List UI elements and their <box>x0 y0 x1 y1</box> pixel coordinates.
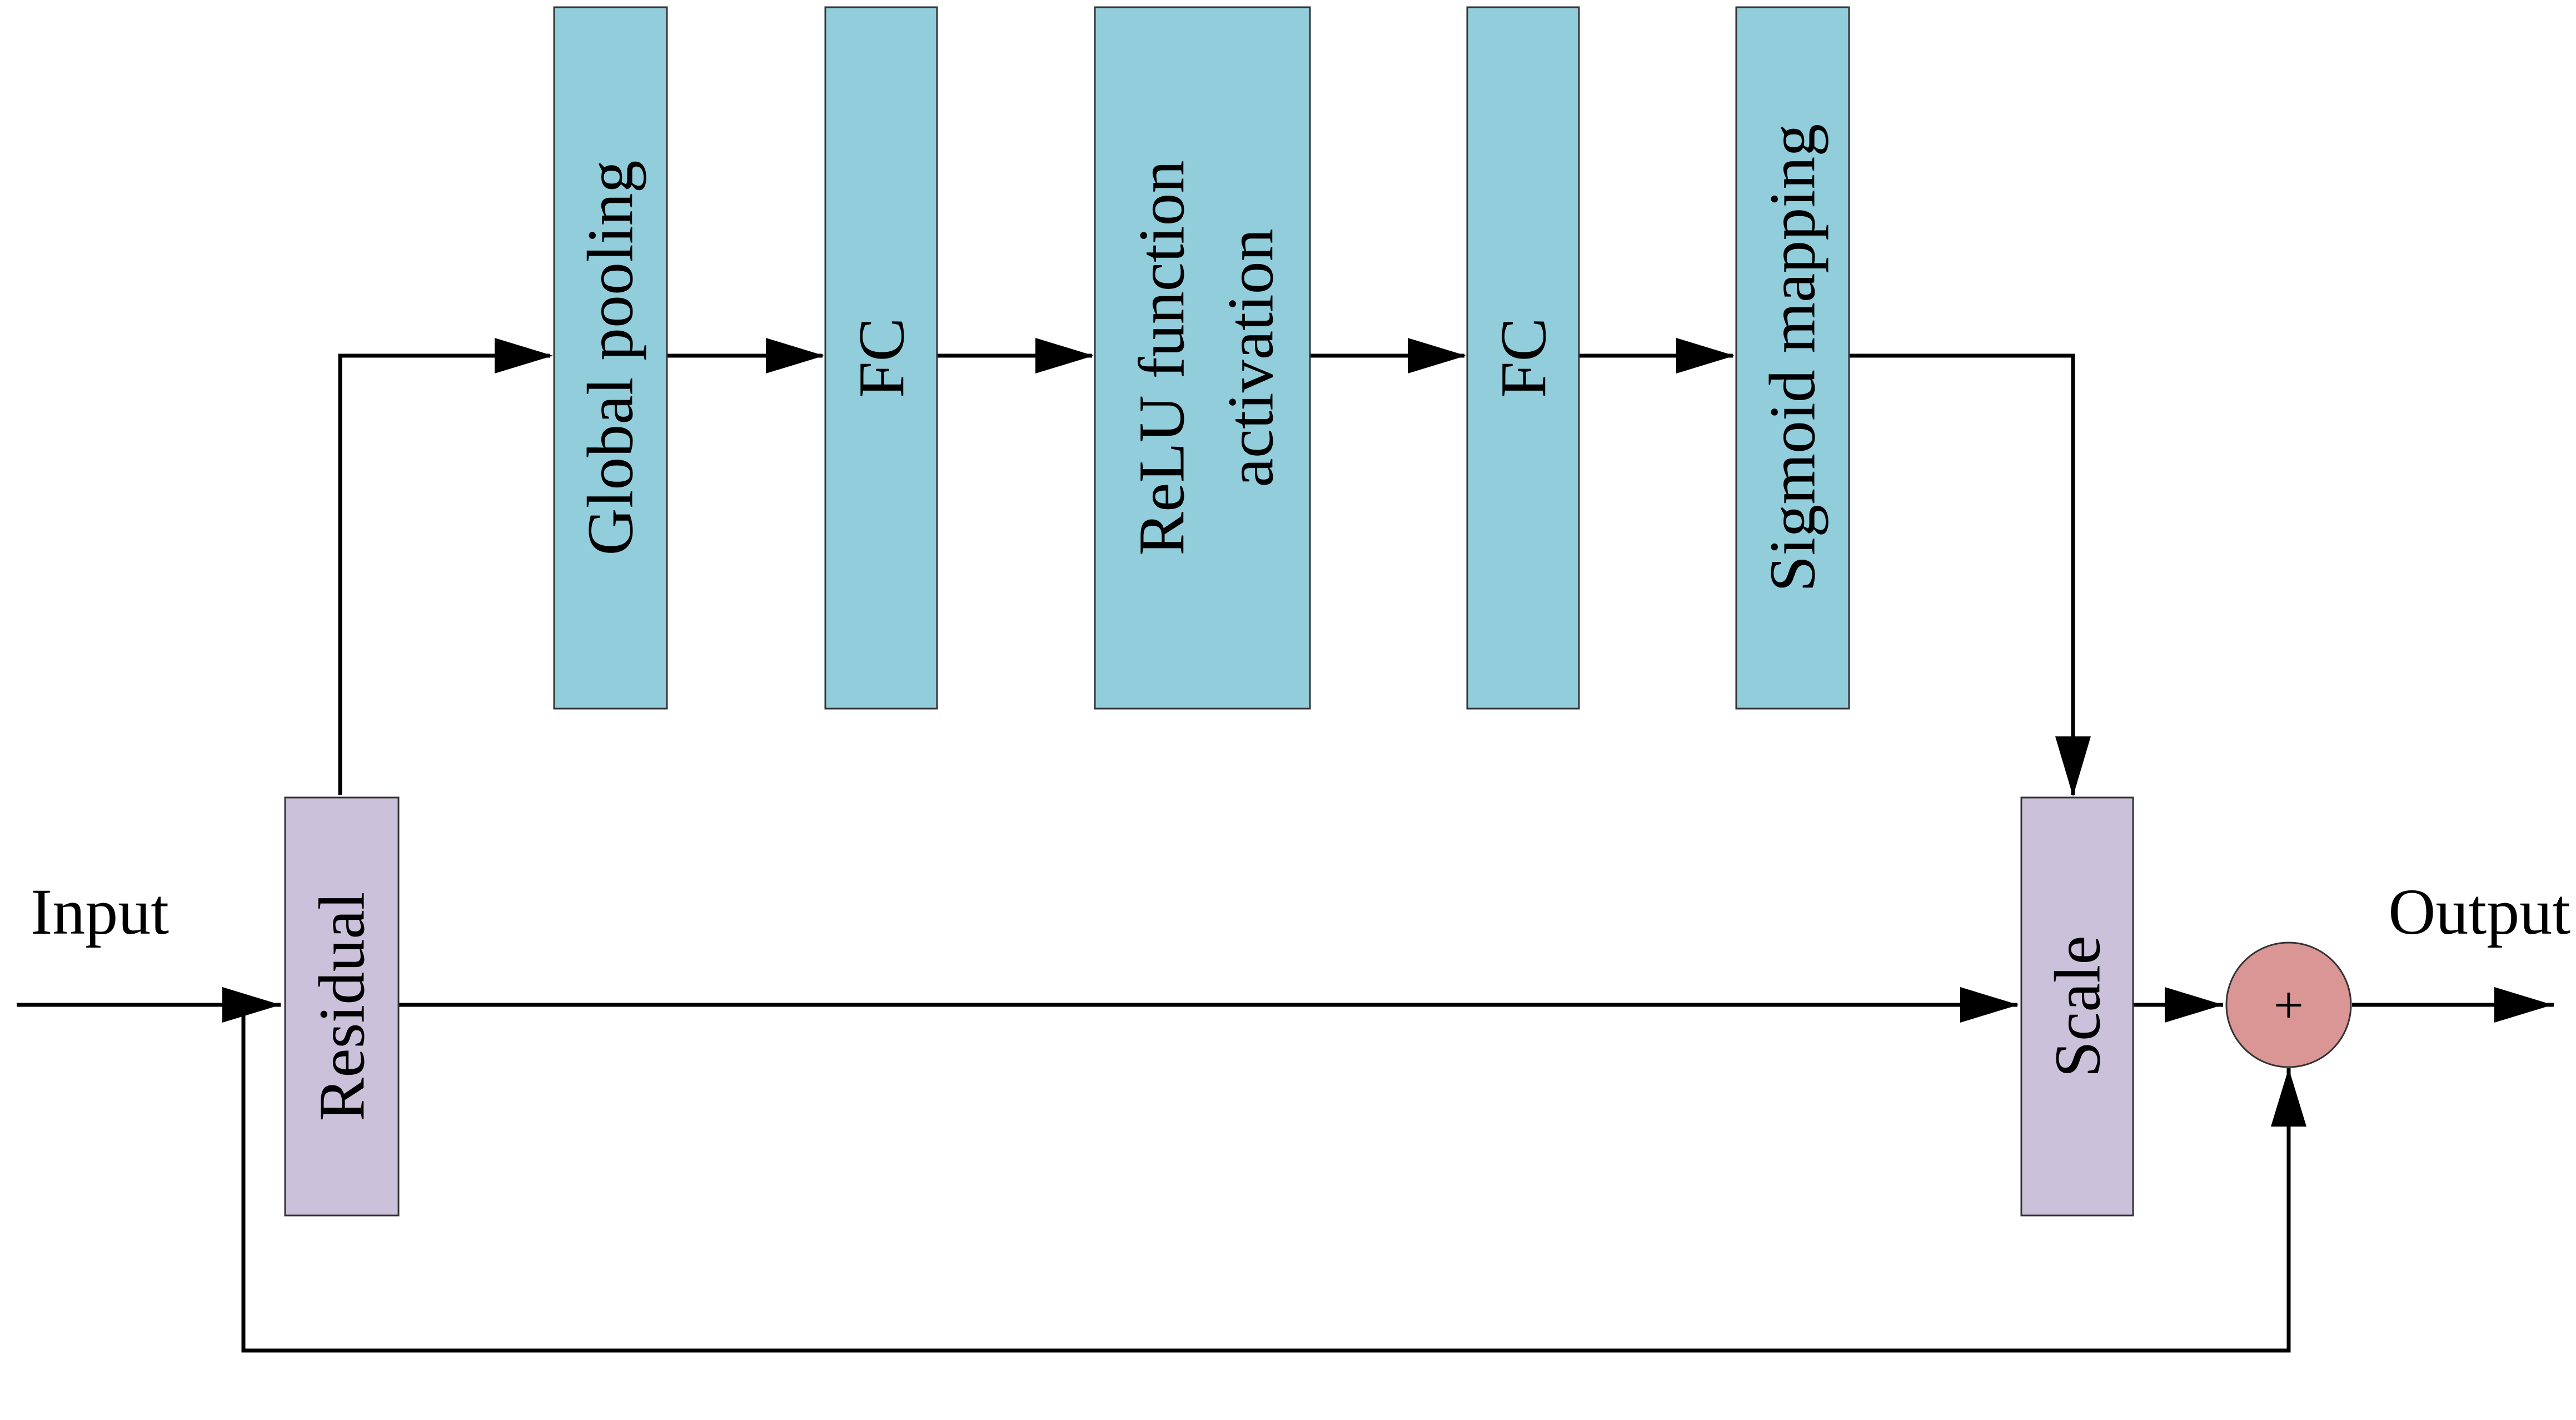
arrowhead-sum-bottom <box>2271 1068 2306 1127</box>
plus-symbol: + <box>2274 975 2304 1035</box>
arrowhead-scale-left <box>1960 987 2019 1023</box>
scale-label: Scale <box>2041 935 2114 1078</box>
residual-label: Residual <box>306 892 378 1122</box>
arrowhead-sigmoid <box>1676 338 1735 373</box>
relu-label-line-2: activation <box>1214 228 1287 487</box>
arrowhead-scale-top <box>2055 736 2091 796</box>
sum-node-circle <box>2225 941 2352 1068</box>
arrowhead-fc1 <box>766 338 824 373</box>
global-pooling-label: Global pooling <box>574 160 647 555</box>
block-relu: ReLU function activation <box>1094 6 1311 710</box>
block-global-pooling: Global pooling <box>553 6 668 710</box>
block-sigmoid: Sigmoid mapping <box>1735 6 1850 710</box>
global-pooling-rect <box>553 6 668 710</box>
arrowhead-relu <box>1035 338 1094 373</box>
fc-2-rect <box>1466 6 1580 710</box>
block-fc-1: FC <box>824 6 938 710</box>
fc-1-label: FC <box>845 318 918 398</box>
edge-sigmoid-to-scale <box>1847 353 2075 795</box>
sigmoid-label: Sigmoid mapping <box>1756 124 1829 592</box>
block-scale: Scale <box>2020 796 2134 1217</box>
arrowhead-fc2 <box>1408 338 1466 373</box>
fc-1-rect <box>824 6 938 710</box>
arrowhead-output <box>2494 987 2553 1023</box>
arrowhead-global-pooling <box>495 338 553 373</box>
block-residual: Residual <box>284 796 400 1217</box>
output-label: Output <box>2388 875 2570 948</box>
scale-rect <box>2020 796 2134 1217</box>
edge-residual-to-global-pooling <box>338 353 550 795</box>
edges <box>17 338 2554 1353</box>
sigmoid-rect <box>1735 6 1850 710</box>
residual-rect <box>284 796 400 1217</box>
relu-rect <box>1094 6 1311 710</box>
relu-label-line-1: ReLU function <box>1125 160 1198 555</box>
edge-skip-connection <box>241 1005 2291 1353</box>
sum-node: + <box>2225 941 2352 1068</box>
fc-2-label: FC <box>1487 318 1560 398</box>
arrowhead-sum-left <box>2165 987 2223 1023</box>
input-label: Input <box>31 875 169 948</box>
block-fc-2: FC <box>1466 6 1580 710</box>
arrowhead-input <box>222 987 281 1023</box>
